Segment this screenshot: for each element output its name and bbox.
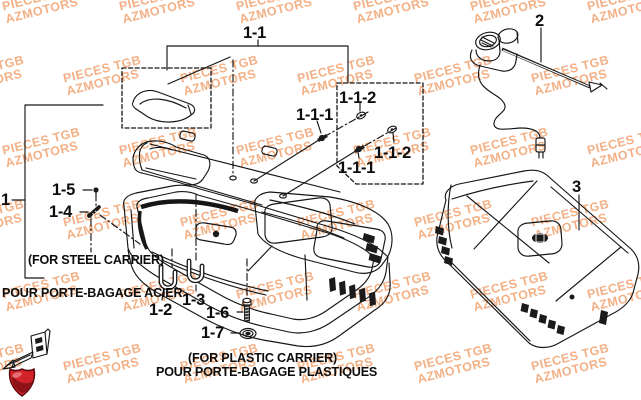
callout-1-2: 1-2 (149, 301, 172, 319)
hook-1-2-drawing (158, 248, 178, 301)
screw-1-1-1-lower-drawing (354, 145, 365, 153)
bracket-clip-drawing (2, 328, 51, 370)
callout-1-1-2-upper: 1-1-2 (339, 89, 377, 107)
callout-1-4: 1-4 (49, 203, 72, 221)
callout-1-1-1-lower: 1-1-1 (338, 159, 376, 177)
hook-1-3-drawing (186, 194, 205, 292)
callout-1-5: 1-5 (52, 181, 75, 199)
callout-1-1-1-upper: 1-1-1 (296, 106, 334, 124)
callout-2: 2 (535, 12, 544, 30)
washer-1-7-drawing (230, 327, 257, 340)
washer-1-1-2-lower-drawing (387, 125, 397, 134)
washer-1-1-2-upper-drawing (356, 111, 366, 120)
note-plastic-carrier-en: (FOR PLASTIC CARRIER) (188, 351, 338, 365)
callout-1-3: 1-3 (182, 291, 205, 309)
hardware-box (336, 82, 424, 185)
callout-1-6: 1-6 (206, 304, 229, 322)
callout-lines-1-1 (166, 39, 349, 83)
tgb-shield-logo (8, 367, 36, 397)
screw-1-1-1-upper-drawing (317, 134, 328, 142)
harness-2-drawing (469, 27, 608, 159)
cushion-box (121, 67, 212, 129)
cushion-drawing (131, 56, 231, 123)
callout-lines-1 (11, 104, 104, 279)
lid-drawing (132, 130, 393, 274)
case-3-drawing (435, 169, 640, 349)
callout-1-1-2-lower: 1-1-2 (374, 144, 412, 162)
note-steel-carrier-en: (FOR STEEL CARRIER) (28, 253, 164, 267)
note-steel-carrier-fr: POUR PORTE-BAGAGE ACIER (2, 286, 183, 300)
bolt-1-6-drawing (236, 245, 273, 322)
leaders-1-4-1-5 (90, 193, 141, 253)
note-plastic-carrier-fr: POUR PORTE-BAGAGE PLASTIQUES (156, 365, 378, 379)
hardware-leaders (253, 102, 397, 197)
callout-1-7: 1-7 (201, 324, 224, 342)
callout-1-1: 1-1 (243, 24, 266, 42)
callout-3: 3 (572, 178, 581, 196)
main-box-drawing (123, 184, 391, 348)
screw-1-4-drawing (79, 205, 101, 218)
callout-1: 1 (1, 191, 10, 209)
